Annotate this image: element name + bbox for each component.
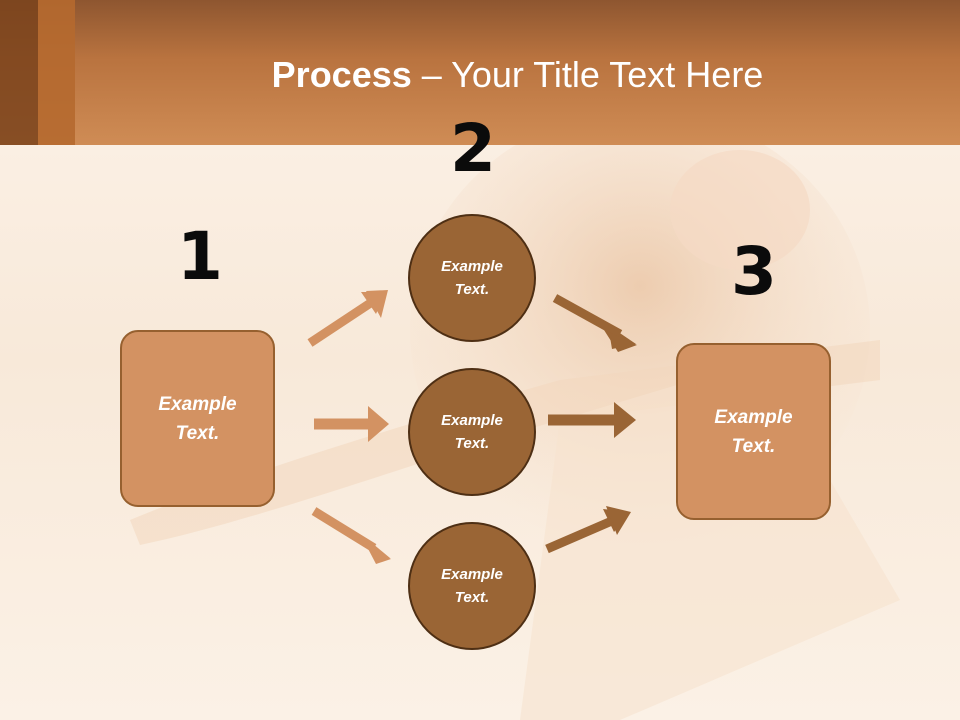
step-number-2: 2 — [450, 110, 496, 187]
circle-text-line2: Text. — [454, 589, 490, 606]
arrow-1-to-2-top — [307, 290, 388, 347]
arrow-2-to-3-bottom — [545, 506, 631, 554]
arrow-2-to-3-top — [552, 294, 637, 352]
circle-text-line1: Example — [441, 412, 503, 429]
circle-text-line2: Text. — [454, 281, 490, 298]
circle-text-line1: Example — [441, 566, 503, 583]
circle-text-line2: Text. — [454, 435, 490, 452]
step-number-3: 3 — [731, 233, 777, 310]
header-accent-bar — [38, 0, 75, 145]
arrow-1-to-2-middle — [314, 406, 389, 442]
title-bold: Process — [271, 54, 412, 95]
header-accent-bar — [0, 0, 38, 145]
step-3-text-line2: Text. — [731, 435, 776, 457]
slide-title: Process – Your Title Text Here — [0, 52, 960, 98]
title-header — [0, 0, 960, 145]
step-number-1: 1 — [177, 218, 223, 295]
arrow-2-to-3-middle — [548, 402, 636, 438]
step-1-text-line2: Text. — [175, 422, 220, 444]
step-1-text-line1: Example — [158, 393, 237, 415]
step-3-text-line1: Example — [714, 406, 793, 428]
title-rest: – Your Title Text Here — [411, 54, 764, 95]
arrow-1-to-2-bottom — [311, 507, 391, 564]
circle-text-line1: Example — [441, 258, 503, 275]
